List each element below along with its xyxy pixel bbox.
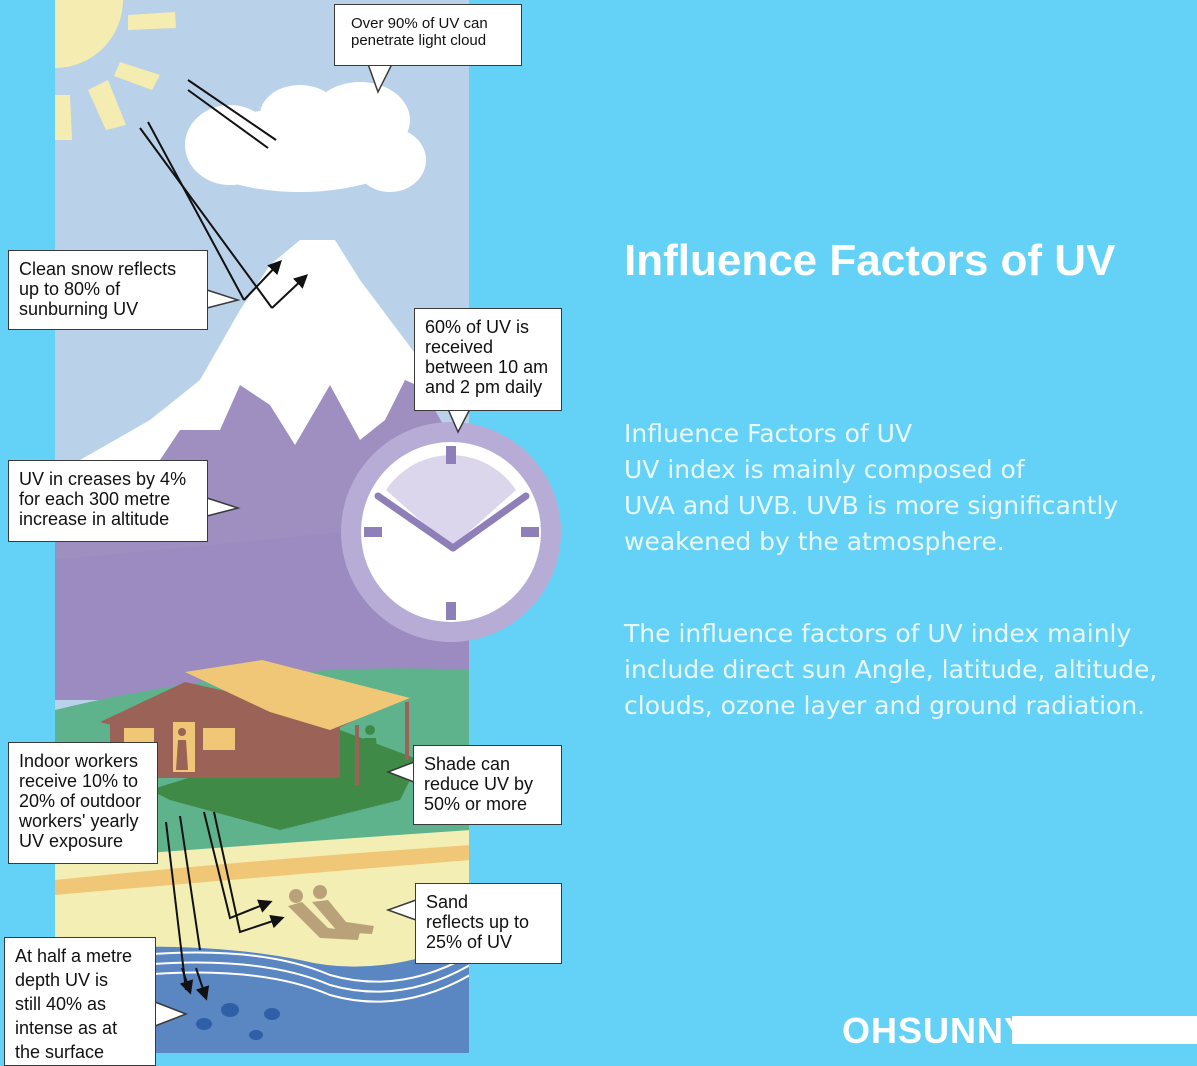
clock-icon [341, 422, 561, 642]
wave-line [139, 971, 469, 1003]
uv-ray-line [147, 121, 245, 301]
fish-icon [196, 1003, 280, 1040]
uv-ray-line [139, 127, 273, 309]
sun-ray [55, 95, 72, 140]
callout-pointer [206, 497, 241, 517]
water-ray-arrow [179, 967, 194, 995]
callout-pointer [367, 63, 393, 94]
uv-ray-line [165, 821, 187, 991]
callout-pointer [385, 761, 415, 783]
sun-ray [128, 12, 176, 30]
callout-shade: Shade can reduce UV by 50% or more [413, 745, 562, 825]
sand-stripe [55, 845, 469, 895]
page-title: Influence Factors of UV [624, 236, 1116, 285]
callout-indoor: Indoor workers receive 10% to 20% of out… [8, 742, 158, 864]
sun-ray [88, 80, 126, 130]
sand-reflection-arrow [213, 811, 285, 934]
callout-snow: Clean snow reflects up to 80% of sunburn… [8, 250, 208, 330]
cloud-icon [185, 82, 426, 192]
uv-ray-line [187, 79, 277, 141]
callout-pointer [206, 289, 241, 309]
brand-logo: OHSUNNY [842, 1010, 1030, 1051]
sand-reflection-arrow [203, 811, 273, 920]
callout-time: 60% of UV is received between 10 am and … [414, 308, 562, 411]
green-hill [150, 730, 420, 830]
wave-line [139, 961, 469, 993]
sun-ray [114, 62, 160, 90]
wave-line [139, 951, 469, 983]
snow-reflection-arrow [243, 259, 282, 301]
brand-bar [1012, 1016, 1197, 1044]
callout-altitude: UV in creases by 4% for each 300 metre i… [8, 460, 208, 542]
callout-pointer [385, 899, 417, 921]
intro-paragraph: Influence Factors of UV UV index is main… [624, 419, 1119, 556]
sunbathers-icon [288, 885, 374, 940]
sun-icon [55, 0, 123, 68]
callout-pointer [154, 1001, 189, 1027]
snow-reflection-arrow [271, 274, 309, 309]
callout-water: At half a metre depth UV is still 40% as… [4, 937, 156, 1066]
snow-cap [80, 240, 440, 465]
factors-paragraph: The influence factors of UV index mainly… [624, 619, 1158, 720]
water-ray-arrow [195, 967, 210, 1001]
person-in-shade-icon [364, 725, 378, 768]
uv-ray-line [187, 89, 269, 149]
callout-cloud: Over 90% of UV can penetrate light cloud [334, 4, 522, 66]
uv-ray-line [179, 815, 201, 951]
callout-pointer [447, 408, 471, 434]
callout-sand: Sand reflects up to 25% of UV [415, 883, 562, 964]
